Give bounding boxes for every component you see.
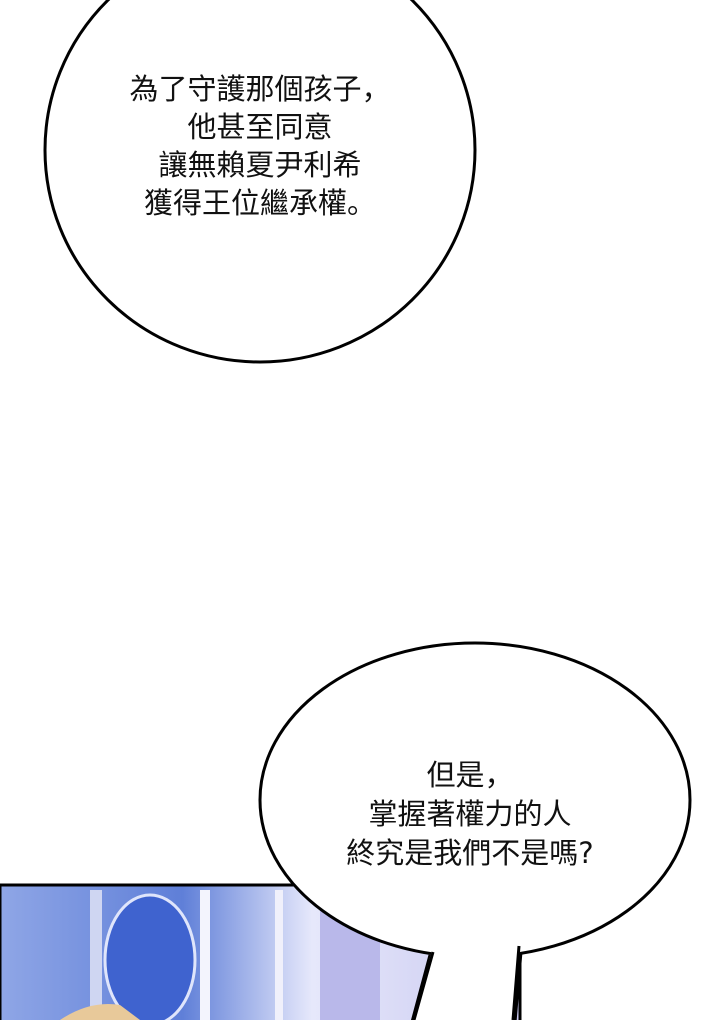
speech-bubble-1-text: 為了守護那個孩子， 他甚至同意 讓無賴夏尹利希 獲得王位繼承權。 xyxy=(60,70,460,222)
dialogue-line: 終究是我們不是嗎? xyxy=(346,836,594,870)
dialogue-line: 為了守護那個孩子， xyxy=(129,72,391,106)
speech-bubble-1 xyxy=(43,0,477,364)
speech-bubble-2 xyxy=(258,641,692,1020)
dialogue-line: 獲得王位繼承權。 xyxy=(143,186,376,220)
dialogue-line: 他甚至同意 xyxy=(187,110,333,144)
speech-bubble-2-text: 但是， 掌握著權力的人 終究是我們不是嗎? xyxy=(260,756,680,873)
character-hair xyxy=(60,1004,140,1020)
dialogue-line: 但是， xyxy=(426,758,514,792)
dialogue-line: 讓無賴夏尹利希 xyxy=(158,148,362,182)
dialogue-line: 掌握著權力的人 xyxy=(368,797,572,831)
